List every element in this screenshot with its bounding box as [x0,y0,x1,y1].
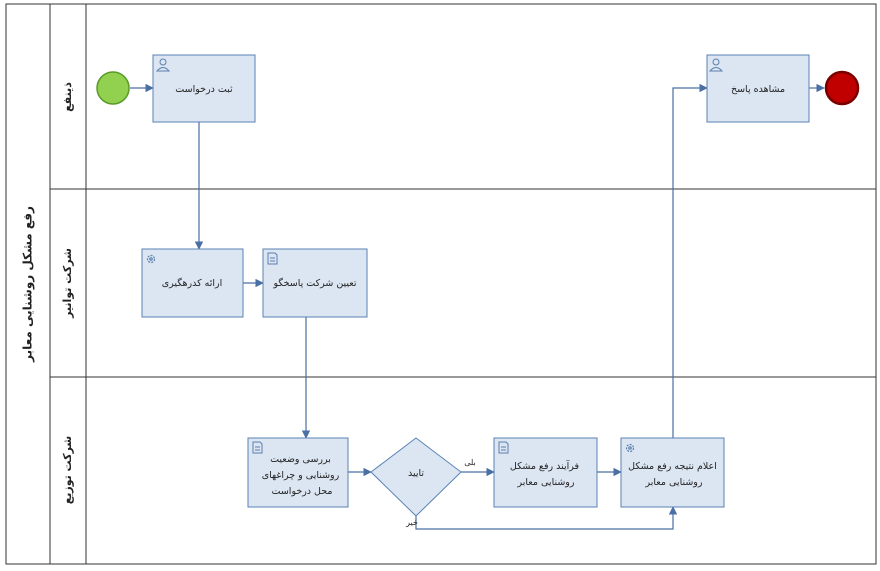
user-icon [708,58,724,72]
flow-label-yes: بلی [464,458,476,467]
task-view-response: مشاهده پاسخ [706,54,810,123]
flow-announce-to-view [672,83,708,438]
task-announce-result: اعلام نتیجه رفع مشکل روشنایی معابر [620,437,725,508]
task-register: ثبت درخواست [152,54,256,123]
lane-label-tavanir: شرکت توانیر [61,248,74,319]
gear-icon [625,443,635,453]
task-provide-code-line-1: ارائه کدرهگیری [162,277,223,289]
task-fix-process-line-1: فرآیند رفع مشکل [510,459,579,472]
end-event [824,70,860,106]
task-fix-process-line-2: روشنایی معابر [517,477,575,488]
flow-gateway-no [415,506,678,530]
task-assign-company-line-1: تعیین شرکت پاسخگو [272,277,356,289]
svg-text:ارائه کدرهگیری: ارائه کدرهگیری [162,277,223,289]
task-announce-result-line-1: اعلام نتیجه رفع مشکل [628,461,717,472]
document-icon [498,441,509,454]
approval-gateway: تایید [370,437,462,517]
svg-text:تعیین شرکت پاسخگو: تعیین شرکت پاسخگو [272,277,356,289]
gateway-label: تایید [408,468,424,479]
task-view-response-line-1: مشاهده پاسخ [731,84,785,95]
user-icon [155,58,171,72]
gear-icon [146,254,156,264]
pool-title: رفع مشکل روشنایی معابر [21,206,36,363]
svg-text:فرآیند رفع مشکل روشنایی: فرآیند رفع مشکل روشنایی معابر [510,459,582,488]
document-icon [252,441,263,454]
svg-text:بررسی وضعیت روشنایی و چر: بررسی وضعیت روشنایی و چراغهای محل درخواس… [262,454,343,497]
document-icon [267,252,278,265]
task-review-status-line-2: روشنایی و چراغهای [262,470,340,481]
flow-label-no: خیر [405,518,418,527]
lane-label-beneficiary: ذینفع [61,82,74,112]
task-register-line-1: ثبت درخواست [175,84,233,95]
task-announce-result-line-2: روشنایی معابر [645,477,703,488]
sequence-flows [130,83,825,530]
task-review-status: بررسی وضعیت روشنایی و چراغهای محل درخواس… [247,437,349,508]
task-provide-code: ارائه کدرهگیری [141,248,244,318]
svg-text:مشاهده پاسخ: مشاهده پاسخ [731,84,785,95]
task-review-status-line-3: محل درخواست [272,486,333,497]
task-review-status-line-1: بررسی وضعیت [270,454,331,465]
svg-text:اعلام نتیجه رفع مشکل روش: اعلام نتیجه رفع مشکل روشنایی معابر [628,461,720,488]
lane-label-distribution: شرکت توزیع [61,436,74,505]
start-event [96,71,130,105]
task-fix-process: فرآیند رفع مشکل روشنایی معابر [493,437,598,508]
task-assign-company: تعیین شرکت پاسخگو [262,248,368,318]
svg-text:ثبت درخواست: ثبت درخواست [175,84,233,95]
